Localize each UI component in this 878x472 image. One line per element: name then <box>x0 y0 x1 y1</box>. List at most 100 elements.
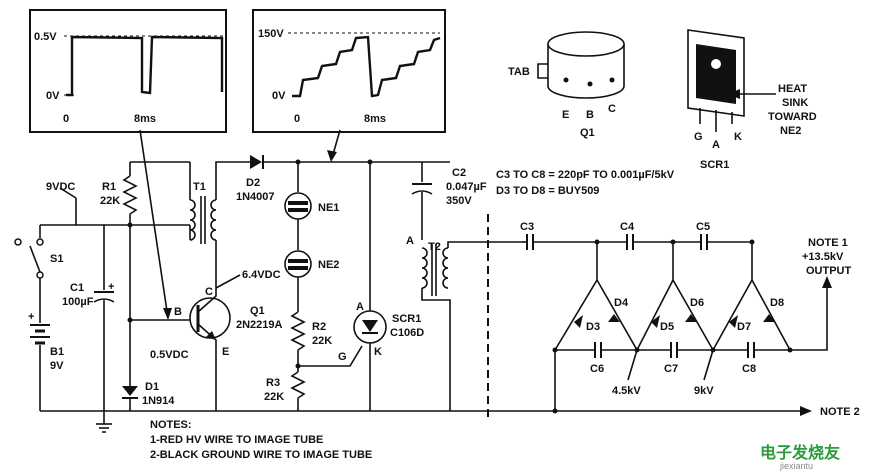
t2-secondary <box>442 247 449 289</box>
s1-lever <box>29 245 41 273</box>
label-45kv: 4.5kV <box>612 385 641 397</box>
label-scr-g: G <box>338 351 347 363</box>
scope-right: 150V 0V 0 8ms <box>252 9 446 133</box>
label-b1: B1 <box>50 346 64 358</box>
q1-can-body <box>547 44 625 99</box>
q1-tab <box>537 63 548 79</box>
junction-scr <box>367 159 373 165</box>
junction-m1 <box>594 239 600 245</box>
label-scr-k: K <box>374 346 382 358</box>
s1-contact-top <box>36 238 44 246</box>
wire-t1-sec-top <box>215 161 250 200</box>
scr-package: HEAT SINK TOWARD NE2 G A K SCR1 <box>687 29 817 171</box>
label-d1-part: 1N914 <box>142 395 175 407</box>
label-q1: Q1 <box>250 305 265 317</box>
d8-symbol <box>763 314 775 322</box>
label-c6: C6 <box>590 363 604 375</box>
label-d3: D3 <box>586 321 600 333</box>
label-c1-value: 100µF <box>62 296 94 308</box>
label-9vdc: 9VDC <box>46 181 75 193</box>
label-c2-volt: 350V <box>446 195 472 207</box>
watermark-sub: jiexiantu <box>779 461 813 471</box>
label-base-v: 0.5VDC <box>150 349 189 361</box>
leader-45kv <box>627 349 638 381</box>
notes-title: NOTES: <box>150 419 192 431</box>
label-scr1: SCR1 <box>392 313 421 325</box>
label-r2-value: 22K <box>312 335 332 347</box>
d6-symbol <box>685 314 697 322</box>
scope-left-xmid: 8ms <box>134 113 156 125</box>
scr-heat-2: SINK <box>782 97 808 109</box>
output-arrow <box>822 276 832 288</box>
ne2-electrode-1 <box>288 259 308 263</box>
t1-secondary <box>210 199 217 241</box>
scr-heat-1: HEAT <box>778 83 807 95</box>
scope-right-ybottom: 0V <box>272 90 286 102</box>
label-t2-a: A <box>406 235 414 247</box>
q1-can-top <box>547 31 625 57</box>
label-9kv: 9kV <box>694 385 714 397</box>
notes-line-1: 1-RED HV WIRE TO IMAGE TUBE <box>150 434 323 446</box>
scope-left-ytop: 0.5V <box>34 31 57 43</box>
label-r1-value: 22K <box>100 195 120 207</box>
scope-right-trace <box>292 35 441 98</box>
q1-label-name: Q1 <box>580 127 595 139</box>
s1-contact-bottom <box>36 271 44 279</box>
label-collector-v: 6.4VDC <box>242 269 281 281</box>
r2-zigzag <box>290 311 306 351</box>
label-note1-b: +13.5kV <box>802 251 844 263</box>
d2-triangle <box>250 155 262 169</box>
label-t1: T1 <box>193 181 206 193</box>
q1-package: TAB E B C Q1 <box>508 31 625 139</box>
label-d6: D6 <box>690 297 704 309</box>
label-c5: C5 <box>696 221 710 233</box>
notes-line-2: 2-BLACK GROUND WIRE TO IMAGE TUBE <box>150 449 372 461</box>
label-q1-c: C <box>205 286 213 298</box>
wire-output <box>754 280 828 351</box>
q1-pin-c <box>609 77 615 83</box>
label-d2: D2 <box>246 177 260 189</box>
q1-pin-e <box>563 77 569 83</box>
q1-collector-leg <box>197 290 217 313</box>
r3-zigzag <box>290 371 306 399</box>
label-note2: NOTE 2 <box>820 406 860 418</box>
label-c2: C2 <box>452 167 466 179</box>
junction-r1-rail <box>127 222 133 228</box>
label-d4: D4 <box>614 297 629 309</box>
probe-arrow-base <box>139 129 169 319</box>
scr-body <box>696 44 736 104</box>
ne1-bulb <box>284 192 312 220</box>
label-s1: S1 <box>50 253 63 265</box>
label-note1-a: NOTE 1 <box>808 237 848 249</box>
q1-pin-b <box>587 81 593 87</box>
label-d8: D8 <box>770 297 784 309</box>
label-ne2: NE2 <box>318 259 339 271</box>
junction-ne1 <box>295 159 301 165</box>
scr-label-g: G <box>694 131 703 143</box>
wire-9v-tag-arrow <box>59 187 77 199</box>
label-d5: D5 <box>660 321 674 333</box>
scope-right-xmid: 8ms <box>364 113 386 125</box>
wire-t2-ground <box>421 288 451 411</box>
label-r1: R1 <box>102 181 116 193</box>
d7-symbol <box>729 315 738 328</box>
junction-gate <box>295 363 301 369</box>
label-q1-part: 2N2219A <box>236 319 283 331</box>
scope-left: 0.5V 0V 0 8ms <box>29 9 227 133</box>
d4-symbol <box>608 314 620 322</box>
q1-label-e: E <box>562 109 569 121</box>
junction-ground-mult <box>552 408 558 414</box>
probe-arrow-collector-head <box>327 150 337 162</box>
c2-plate-bottom <box>411 190 433 195</box>
watermark: 电子发烧友 jiexiantu <box>760 443 841 471</box>
diode-ladder <box>554 242 791 351</box>
label-q1-b: B <box>174 306 182 318</box>
ne1-electrode-1 <box>288 201 308 205</box>
scope-left-trace <box>66 35 224 97</box>
q1-body <box>189 297 231 339</box>
wire-t2-out <box>447 241 522 248</box>
ne2-bulb <box>284 250 312 278</box>
spec-line-1: C3 TO C8 = 220pF TO 0.001µF/5kV <box>496 169 675 181</box>
label-t2: T2 <box>428 241 441 253</box>
